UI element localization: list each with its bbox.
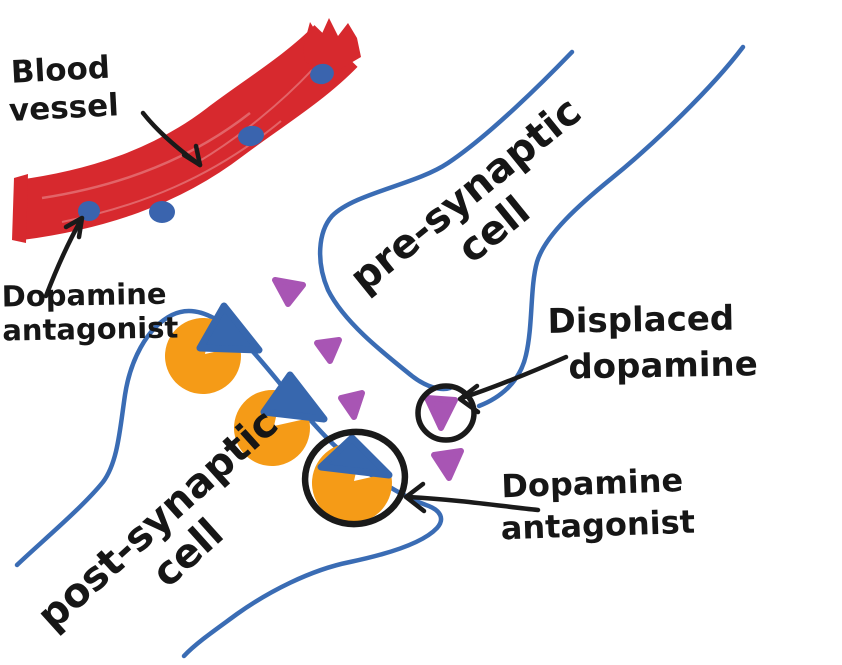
arrow-dopamine-antagonist-left (43, 215, 85, 299)
arrow-blood-vessel (140, 110, 203, 168)
arrow-displaced-dopamine (457, 354, 569, 415)
circle-around-blocked-receptor (301, 428, 409, 528)
pre-synaptic-cell (317, 44, 746, 409)
receptor-icon (164, 318, 241, 395)
antagonist-blockers (196, 302, 393, 479)
vessel-texture-streak (197, 69, 313, 163)
blood-vessel (12, 18, 361, 243)
antagonist-dot-icon (238, 125, 264, 147)
antagonist-dot-icon (78, 201, 100, 221)
blood-vessel-ragged-end (303, 18, 361, 74)
highlight-circles (301, 383, 477, 528)
blood-vessel-left-end (12, 174, 28, 243)
antagonist-blocker-icon (317, 434, 393, 479)
pre-synaptic-membrane-left (317, 49, 575, 392)
pre-synaptic-membrane-right (476, 44, 746, 409)
post-synaptic-membrane (14, 308, 444, 659)
antagonist-dot-icon (310, 63, 334, 85)
blood-vessel-body (15, 24, 358, 240)
dopamine-molecule-icon (314, 337, 342, 364)
antagonist-blocker-icon (260, 371, 328, 423)
arrow-dopamine-antagonist-right (403, 481, 541, 514)
dopamine-molecules (272, 277, 464, 481)
dopamine-molecule-icon (272, 277, 306, 307)
dopamine-molecule-icon (338, 390, 365, 420)
antagonist-blocker-icon (196, 302, 263, 354)
dopamine-molecule-displaced (424, 395, 458, 431)
vessel-texture-streak (41, 112, 251, 200)
antagonist-dot-icon (149, 201, 175, 223)
dopamine-molecule-icon (431, 448, 464, 481)
circle-around-displaced-dopamine (415, 383, 477, 443)
annotation-arrows (43, 110, 569, 514)
receptor-icon (233, 390, 310, 467)
